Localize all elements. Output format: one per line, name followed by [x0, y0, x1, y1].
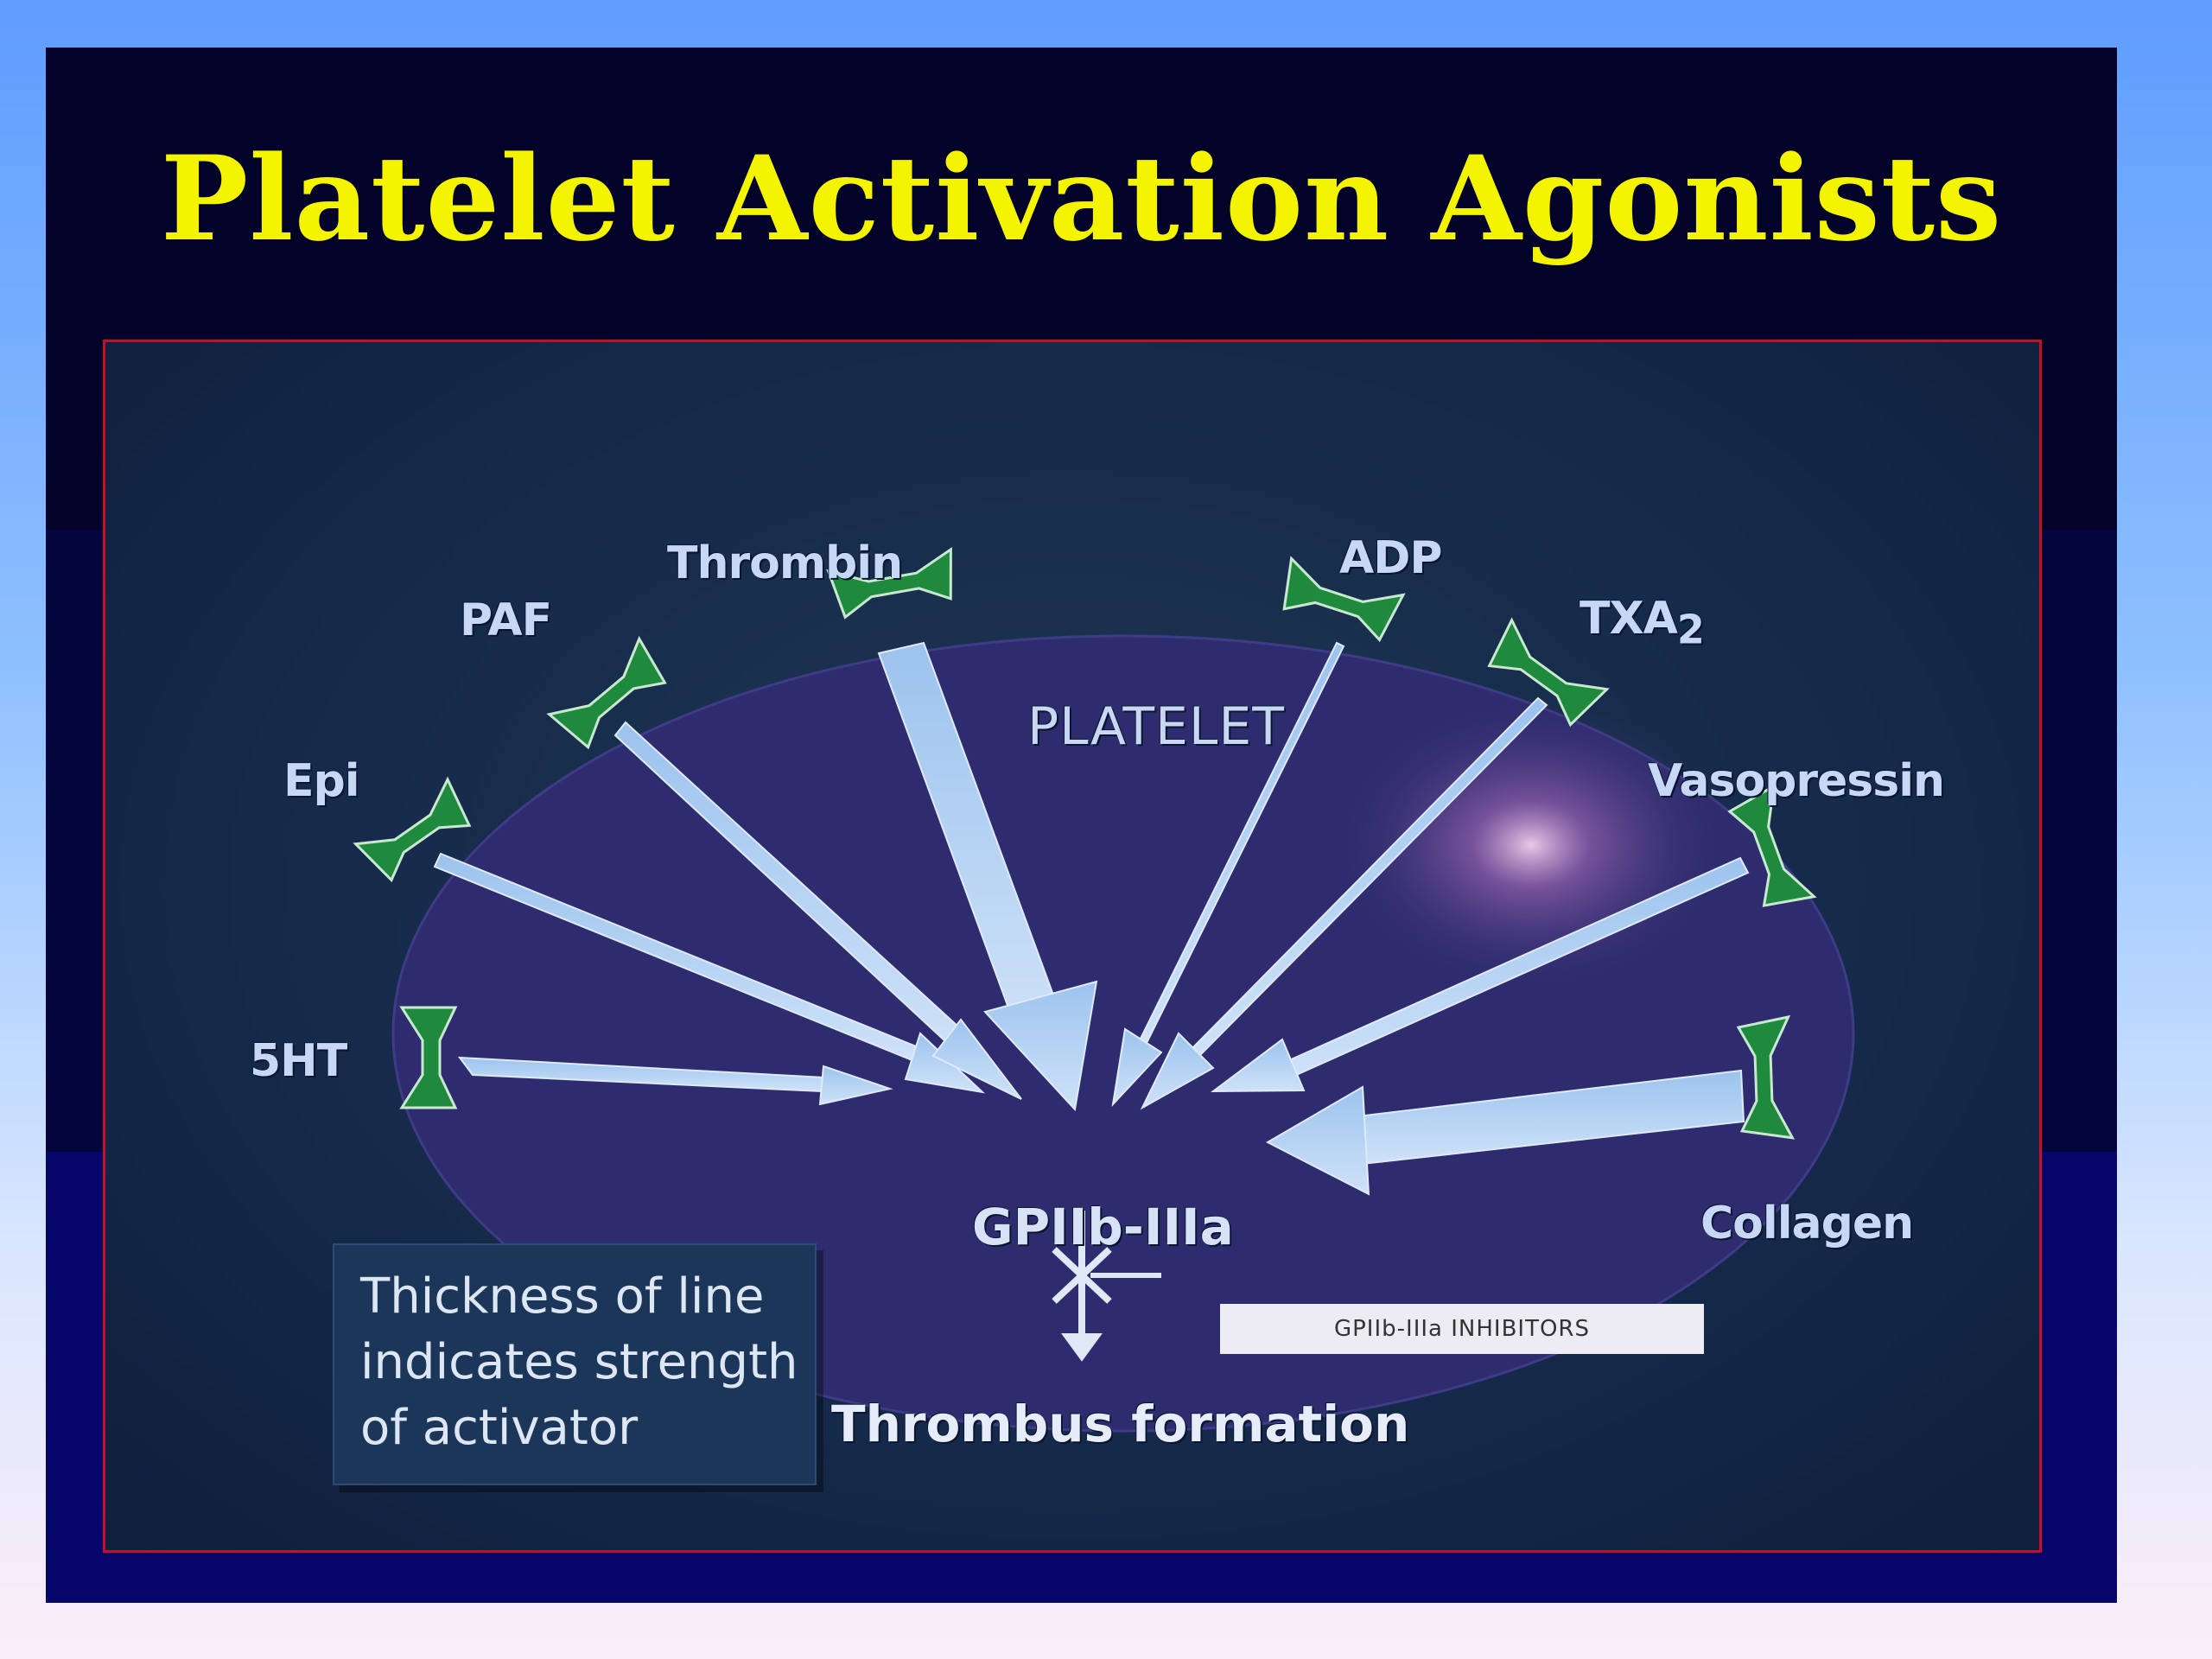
- slide-title: Platelet Activation Agonists: [160, 130, 2003, 267]
- label-paf: PAF: [460, 594, 552, 646]
- legend-line: Thickness of line: [360, 1268, 765, 1325]
- thrombus-label: Thrombus formation: [831, 1395, 1410, 1453]
- legend-box: Thickness of line indicates strength of …: [333, 1243, 817, 1485]
- thrombus-pathway: [1052, 1211, 1161, 1362]
- receptor-adp: [1282, 556, 1406, 643]
- label-txa2-main: TXA: [1580, 593, 1678, 645]
- label-txa2: TXA2: [1580, 593, 1705, 653]
- arrow-thrombin-head: [983, 980, 1098, 1112]
- label-epi: Epi: [283, 755, 360, 807]
- arrow-collagen-head: [1265, 1085, 1370, 1196]
- agonist-arrows: [433, 641, 1750, 1196]
- inhibition-mark-b: [1052, 1247, 1112, 1304]
- slide: Platelet Activation Agonists: [46, 48, 2117, 1603]
- receptor-label: GPIIb-IIIa: [972, 1198, 1234, 1256]
- arrow-adp-head: [1111, 1027, 1163, 1108]
- label-txa2-subscript: 2: [1676, 606, 1705, 653]
- receptor-collagen: [1736, 1014, 1796, 1140]
- arrow-vasopressin-head: [1210, 1038, 1306, 1093]
- receptor-paf: [546, 635, 667, 750]
- receptor-epi: [353, 776, 472, 883]
- receptor-vasopressin: [1727, 784, 1817, 907]
- agonist-receptors: [353, 547, 1817, 1140]
- arrow-paf-head: [931, 1018, 1022, 1100]
- diagram-svg: [353, 547, 1855, 1433]
- inhibitor-box: GPIIb-IIIa INHIBITORS: [1220, 1304, 1704, 1354]
- legend-line: indicates strength: [360, 1334, 798, 1390]
- arrow-txa2-head: [1140, 1032, 1215, 1110]
- receptor-thrombin: [826, 547, 952, 620]
- receptor-txa2: [1487, 617, 1610, 728]
- receptor-5ht: [399, 1006, 458, 1109]
- legend-line: of activator: [360, 1400, 639, 1456]
- label-5ht: 5HT: [250, 1035, 347, 1087]
- arrow-5ht-head: [818, 1065, 893, 1106]
- label-collagen: Collagen: [1700, 1198, 1914, 1249]
- label-adp: ADP: [1339, 532, 1443, 584]
- label-thrombin: Thrombin: [667, 537, 903, 589]
- platelet-label: PLATELET: [1027, 696, 1285, 757]
- diagram-panel: 5HT Epi PAF Thrombin ADP TXA2 Vasopressi…: [103, 340, 2042, 1553]
- label-vasopressin: Vasopressin: [1648, 755, 1945, 807]
